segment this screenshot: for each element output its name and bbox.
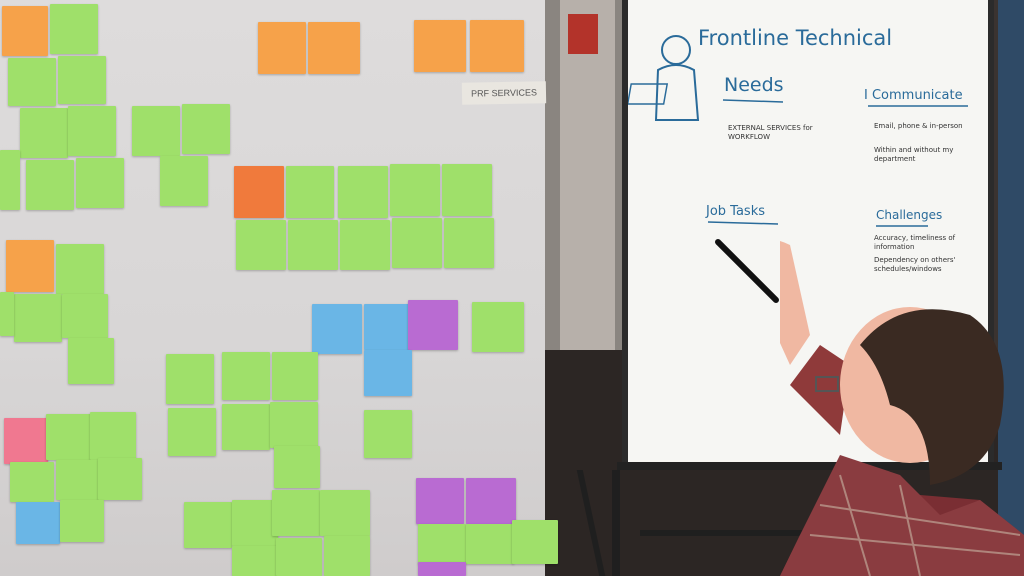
sticky-note	[364, 350, 412, 396]
sticky-note	[46, 414, 92, 460]
challenges-line-2: Dependency on others' schedules/windows	[874, 256, 956, 273]
sticky-note	[16, 502, 60, 544]
sticky-note	[270, 402, 318, 448]
sticky-note	[286, 166, 334, 218]
brick-column	[560, 0, 615, 350]
sticky-note	[408, 300, 458, 350]
sticky-note	[10, 462, 54, 502]
challenges-heading: Challenges	[876, 208, 943, 222]
sticky-note	[222, 404, 270, 450]
sticky-note	[68, 106, 116, 156]
sticky-note	[132, 106, 180, 156]
sticky-note	[272, 490, 320, 536]
sticky-note	[14, 294, 62, 342]
sticky-note	[392, 218, 442, 268]
sticky-note	[76, 158, 124, 208]
sticky-note	[258, 22, 306, 74]
prf-services-label: PRF SERVICES	[461, 81, 547, 105]
sticky-note	[62, 294, 108, 338]
sticky-note	[20, 108, 68, 158]
sticky-note	[58, 56, 106, 104]
sticky-note	[466, 478, 516, 524]
sticky-note	[232, 546, 278, 576]
sticky-note	[26, 160, 74, 210]
sticky-note	[276, 538, 322, 576]
sticky-note	[50, 4, 98, 54]
sticky-note	[60, 500, 104, 542]
sticky-note	[98, 458, 142, 500]
easel-leg	[612, 470, 620, 576]
sticky-note	[56, 244, 104, 294]
needs-heading: Needs	[724, 74, 784, 96]
sticky-note	[472, 302, 524, 352]
sticky-note	[168, 408, 216, 456]
flipchart-drawing	[628, 35, 968, 227]
sticky-note	[184, 502, 232, 548]
job-tasks-heading: Job Tasks	[706, 204, 766, 219]
communicate-line-1: Email, phone & in-person	[874, 122, 963, 130]
sticky-note	[466, 524, 514, 564]
sticky-note	[414, 20, 466, 72]
marker-icon	[715, 239, 779, 303]
sticky-note	[416, 478, 464, 524]
flipchart: Frontline Technical Needs I Communicate …	[622, 0, 994, 470]
board-title: Frontline Technical	[698, 26, 893, 50]
sticky-note	[340, 220, 390, 270]
sticky-note	[6, 240, 54, 292]
sticky-note	[442, 164, 492, 216]
needs-line: EXTERNAL SERVICES for WORKFLOW	[728, 124, 813, 141]
sticky-note	[324, 536, 370, 576]
sticky-note	[236, 220, 286, 270]
challenges-line-1: Accuracy, timeliness of information	[874, 234, 956, 251]
sticky-note	[182, 104, 230, 154]
sticky-note	[56, 460, 100, 500]
sticky-note	[418, 562, 466, 576]
person-writing	[780, 241, 1024, 576]
communicate-heading: I Communicate	[864, 88, 963, 103]
sticky-note	[470, 20, 524, 72]
right-wall-notes	[998, 0, 1024, 576]
sticky-note	[4, 418, 48, 464]
sticky-note	[512, 520, 558, 564]
communicate-line-2: Within and without my department	[874, 146, 954, 163]
sticky-note	[444, 218, 494, 268]
fire-alarm-box	[568, 14, 598, 54]
sticky-note	[364, 304, 410, 350]
sticky-note	[90, 412, 136, 460]
sticky-note	[418, 524, 466, 564]
sticky-note	[288, 220, 338, 270]
sticky-note	[0, 292, 14, 336]
sticky-note	[0, 150, 20, 210]
sticky-note	[320, 490, 370, 536]
sticky-note	[232, 500, 278, 546]
sticky-note	[166, 354, 214, 404]
sticky-note	[308, 22, 360, 74]
sticky-note	[2, 6, 48, 56]
sticky-note	[222, 352, 270, 400]
sticky-note	[272, 352, 318, 400]
sticky-note	[338, 166, 388, 218]
easel-tray	[617, 462, 1002, 470]
sticky-note	[364, 410, 412, 458]
easel-base	[640, 530, 870, 536]
sticky-note	[312, 304, 362, 354]
sticky-note	[234, 166, 284, 218]
sticky-note	[274, 446, 320, 488]
sticky-note	[8, 58, 56, 106]
sticky-note	[68, 338, 114, 384]
sticky-note	[160, 156, 208, 206]
sticky-note	[390, 164, 440, 216]
